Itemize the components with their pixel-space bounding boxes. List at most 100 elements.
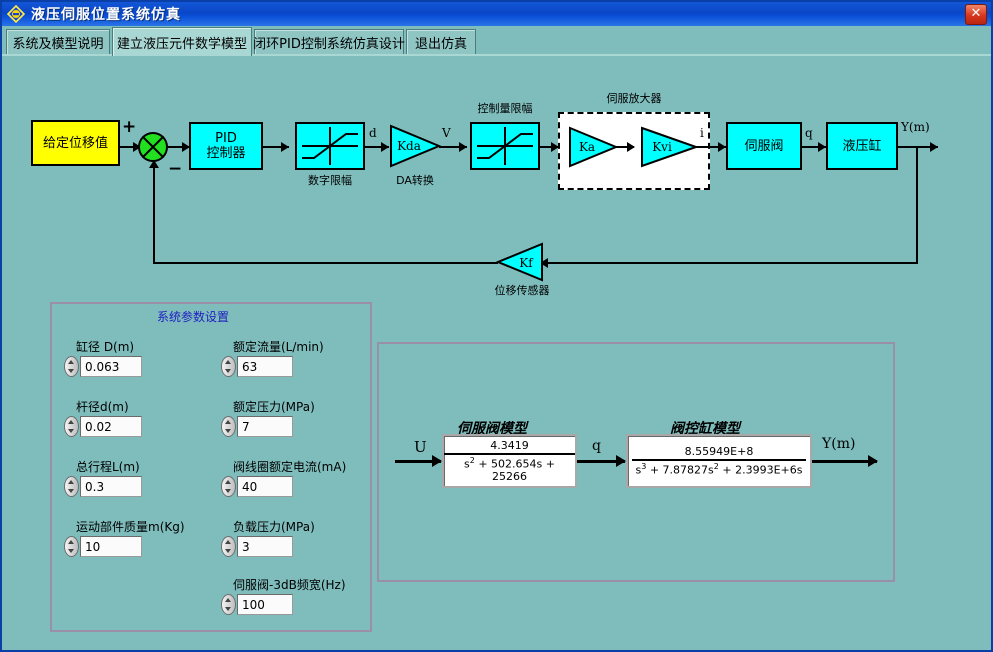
block-servo-valve-transfer-function[interactable]: 4.3419 s2 + 502.654s + 25266 xyxy=(442,434,577,488)
input-total-stroke[interactable]: 0.3 xyxy=(80,476,142,497)
svg-text:Kf: Kf xyxy=(519,256,534,270)
arrow-feedback-into-sum xyxy=(149,160,159,168)
pid-label-line2: 控制器 xyxy=(206,146,246,161)
wire-model-output xyxy=(812,460,877,463)
group-system-parameters xyxy=(50,302,372,632)
input-bore-diameter[interactable]: 0.063 xyxy=(80,356,142,377)
input-servo-valve-bandwidth[interactable]: 100 xyxy=(237,594,293,615)
wire-feedback-right-segment xyxy=(548,262,918,264)
param-label: 缸径 D(m) xyxy=(76,340,135,354)
group-transfer-function-models xyxy=(377,342,895,582)
block-setpoint-displacement[interactable]: 给定位移值 xyxy=(31,120,120,166)
wire-ka-to-kvi xyxy=(616,146,634,148)
block-control-limiter[interactable] xyxy=(470,122,540,170)
pid-label-line1: PID xyxy=(215,131,237,146)
arrow-model-input xyxy=(432,455,442,467)
app-diamond-icon xyxy=(6,4,26,24)
wire-cylinder-output xyxy=(898,146,938,148)
wire-pid-to-digital-limiter xyxy=(263,146,289,148)
wire-feedback-up xyxy=(153,166,155,264)
block-servo-valve[interactable]: 伺服阀 xyxy=(726,122,802,170)
caption-digital-limiter: 数字限幅 xyxy=(308,174,352,187)
arrow-into-amp xyxy=(551,142,559,152)
param-label: 杆径d(m) xyxy=(76,400,129,414)
tab-underline xyxy=(2,54,991,56)
input-rod-diameter[interactable]: 0.02 xyxy=(80,416,142,437)
spinner-total-stroke[interactable] xyxy=(64,476,79,497)
param-label: 额定压力(MPa) xyxy=(233,400,315,414)
sum-minus-sign: − xyxy=(168,159,183,179)
wire-amp-to-servo-valve xyxy=(696,146,728,148)
tab-exit-simulation[interactable]: 退出仿真 xyxy=(406,29,476,54)
spinner-load-pressure[interactable] xyxy=(221,536,236,557)
model-output-label-y: Y(m) xyxy=(822,436,856,452)
spinner-valve-coil-rated-current[interactable] xyxy=(221,476,236,497)
param-label: 运动部件质量m(Kg) xyxy=(76,520,185,534)
block-digital-limiter[interactable] xyxy=(295,122,365,170)
arrow-into-cylinder-model xyxy=(616,455,626,467)
block-pid-controller[interactable]: PID 控制器 xyxy=(189,122,263,170)
caption-control-limiter: 控制量限幅 xyxy=(477,102,533,115)
input-load-pressure[interactable]: 3 xyxy=(237,536,293,557)
arrow-into-pid xyxy=(182,142,190,152)
svg-text:Ka: Ka xyxy=(579,140,595,154)
spinner-rated-pressure[interactable] xyxy=(221,416,236,437)
spinner-moving-mass[interactable] xyxy=(64,536,79,557)
tab-system-model-description[interactable]: 系统及模型说明 xyxy=(6,29,110,54)
signal-label-output-y: Y(m) xyxy=(901,120,930,134)
signal-label-i: i xyxy=(700,126,704,140)
wire-between-models xyxy=(577,460,625,463)
input-rated-flow[interactable]: 63 xyxy=(237,356,293,377)
arrow-into-control-limiter xyxy=(459,142,467,152)
block-feedback-gain-kf[interactable]: Kf xyxy=(496,242,544,282)
arrow-into-sum xyxy=(133,142,141,152)
input-rated-pressure[interactable]: 7 xyxy=(237,416,293,437)
svg-text:Kda: Kda xyxy=(397,139,421,153)
tab-closed-loop-pid-design[interactable]: 闭环PID控制系统仿真设计 xyxy=(253,29,405,54)
param-label: 伺服阀-3dB频宽(Hz) xyxy=(233,578,346,592)
input-moving-mass[interactable]: 10 xyxy=(80,536,142,557)
caption-displacement-sensor: 位移传感器 xyxy=(494,284,550,297)
arrow-into-kda xyxy=(381,142,389,152)
valve-cylinder-tf: 8.55949E+8 s3 + 7.87827s2 + 2.3993E+6s xyxy=(631,445,807,477)
arrow-into-digital-limiter xyxy=(281,142,289,152)
close-icon[interactable] xyxy=(965,3,987,25)
servo-valve-tf: 4.3419 s2 + 502.654s + 25266 xyxy=(444,438,575,483)
block-amp-gain-kvi[interactable]: Kvi xyxy=(640,126,698,168)
title-bar: 液压伺服位置系统仿真 xyxy=(2,2,991,26)
window-title: 液压伺服位置系统仿真 xyxy=(31,7,181,23)
group-title-system-parameters: 系统参数设置 xyxy=(157,310,230,324)
wire-limiter-to-amp xyxy=(540,146,558,148)
caption-servo-valve-model: 伺服阀模型 xyxy=(457,421,527,437)
tab-build-hydraulic-model[interactable]: 建立液压元件数学模型 xyxy=(112,27,252,56)
tab-bar: 系统及模型说明 建立液压元件数学模型 闭环PID控制系统仿真设计 退出仿真 xyxy=(2,26,991,56)
wire-feedback-down xyxy=(916,146,918,264)
signal-label-v: V xyxy=(442,126,451,140)
spinner-bore-diameter[interactable] xyxy=(64,356,79,377)
block-valve-cylinder-transfer-function[interactable]: 8.55949E+8 s3 + 7.87827s2 + 2.3993E+6s xyxy=(626,434,812,488)
arrow-into-kvi xyxy=(627,142,635,152)
servo-valve-denominator: s2 + 502.654s + 25266 xyxy=(444,452,575,483)
sum-plus-sign: + xyxy=(122,117,137,137)
arrow-into-servo-valve xyxy=(718,142,726,152)
arrow-output xyxy=(930,142,938,152)
arrow-model-output xyxy=(868,455,878,467)
block-amp-gain-ka[interactable]: Ka xyxy=(568,126,618,168)
spinner-rod-diameter[interactable] xyxy=(64,416,79,437)
block-da-gain[interactable]: Kda xyxy=(389,124,441,168)
block-hydraulic-cylinder[interactable]: 液压缸 xyxy=(826,122,898,170)
valve-cylinder-numerator: 8.55949E+8 xyxy=(684,445,754,459)
servo-valve-numerator: 4.3419 xyxy=(490,438,529,452)
model-signal-label-q: q xyxy=(592,438,601,454)
main-canvas: 给定位移值 + − PID 控制器 数字限幅 d xyxy=(2,56,991,650)
spinner-rated-flow[interactable] xyxy=(221,356,236,377)
wire-feedback-left-segment xyxy=(153,262,498,264)
summing-junction xyxy=(138,132,168,162)
wire-setpoint-to-sum xyxy=(120,146,138,148)
arrow-into-cylinder xyxy=(818,142,826,152)
arrow-into-kf xyxy=(540,258,548,268)
input-valve-coil-rated-current[interactable]: 40 xyxy=(237,476,293,497)
wire-sum-to-pid xyxy=(168,146,190,148)
spinner-servo-valve-bandwidth[interactable] xyxy=(221,594,236,615)
